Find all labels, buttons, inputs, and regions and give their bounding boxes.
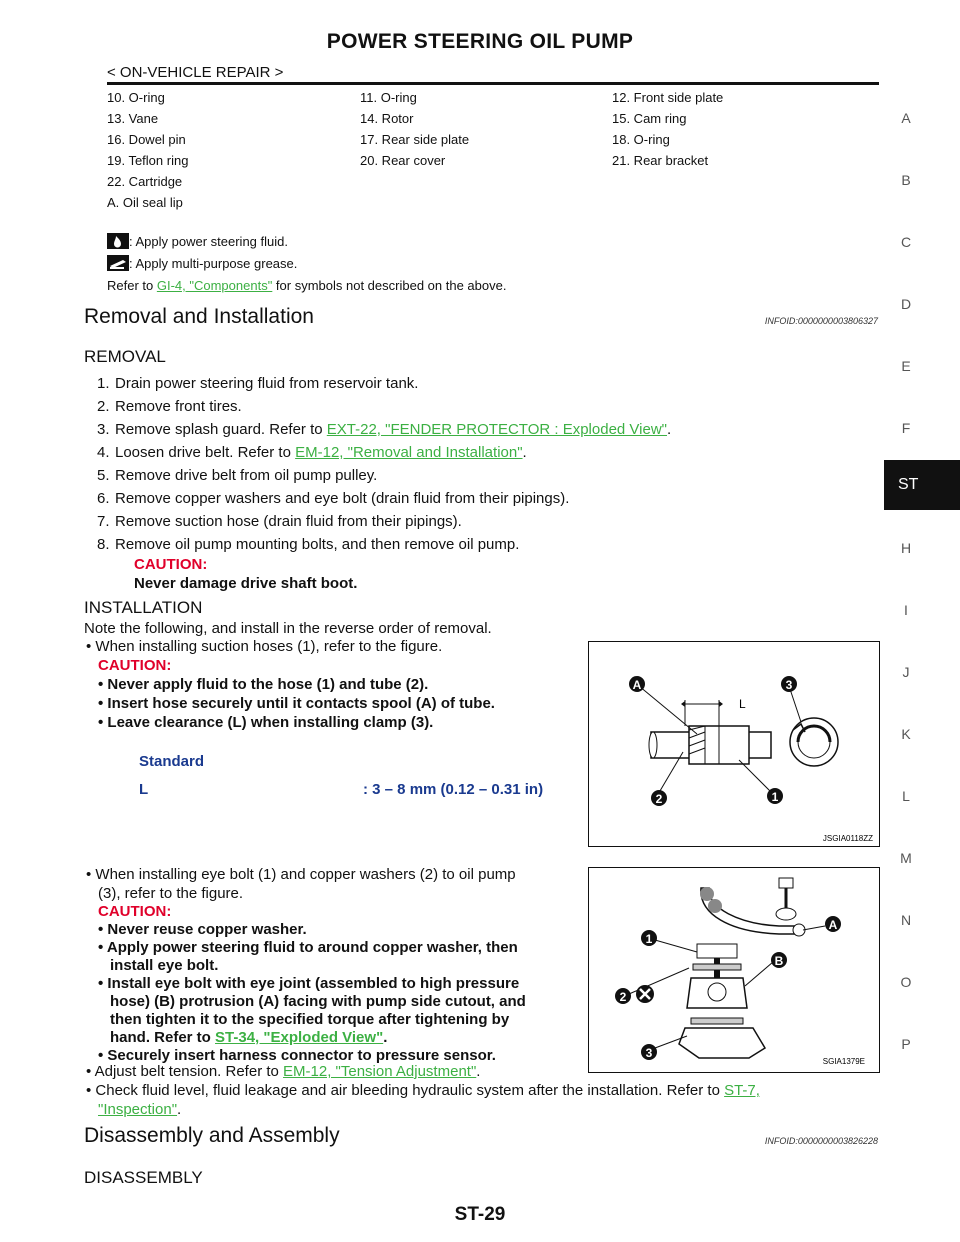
removal-step: 3.Remove splash guard. Refer to EXT-22, … (97, 421, 672, 438)
installation-intro: Note the following, and install in the r… (84, 620, 492, 637)
side-index-letter[interactable]: C (900, 234, 912, 250)
installation-bullet-belt-tension: • Adjust belt tension. Refer to EM-12, "… (86, 1063, 481, 1080)
figure-suction-hose: L A 3 2 1 JSGIA0118ZZ (588, 641, 880, 847)
infoid-removal: INFOID:0000000003806327 (764, 316, 878, 326)
st7-inspection-link[interactable]: ST-7, (724, 1082, 760, 1099)
removal-step: 8.Remove oil pump mounting bolts, and th… (97, 536, 520, 553)
legend-item: 11. O-ring (360, 90, 417, 105)
st7-inspection-link-cont[interactable]: "Inspection" (98, 1101, 178, 1118)
side-index-letter[interactable]: L (902, 788, 910, 804)
label-a: A (829, 918, 838, 932)
removal-step: 1.Drain power steering fluid from reserv… (97, 375, 419, 392)
figure-eye-bolt: 1 2 3 A B SGIA1379E (588, 867, 880, 1073)
figure-code: SGIA1379E (823, 1057, 865, 1066)
caution-item: • Never reuse copper washer. (98, 921, 307, 938)
legend-item: A. Oil seal lip (107, 195, 183, 210)
side-index-letter[interactable]: O (900, 974, 912, 990)
eye-bolt-diagram: 1 2 3 A B SGIA1379E (615, 877, 865, 1066)
gi4-components-link[interactable]: GI-4, "Components" (156, 278, 273, 293)
removal-step: 5.Remove drive belt from oil pump pulley… (97, 467, 378, 484)
side-index-letter[interactable]: H (900, 540, 912, 556)
side-index-letter[interactable]: D (900, 296, 912, 312)
caution-item: • Install eye bolt with eye joint (assem… (98, 975, 520, 992)
legend-item: 15. Cam ring (612, 111, 687, 126)
disassembly-heading: DISASSEMBLY (84, 1168, 203, 1187)
installation-caution-2: CAUTION: • Never reuse copper washer. • … (98, 903, 578, 1065)
legend-item: 22. Cartridge (107, 174, 183, 189)
label-1: 1 (772, 790, 779, 804)
grease-note: : Apply multi-purpose grease. (107, 255, 297, 274)
removal-heading: REMOVAL (84, 347, 166, 366)
side-index-letter[interactable]: F (901, 420, 911, 436)
removal-step-link[interactable]: EM-12, "Removal and Installation" (295, 444, 523, 461)
caution-item: hose) (B) protrusion (A) facing with pum… (110, 993, 526, 1010)
st34-exploded-view-link[interactable]: ST-34, "Exploded View" (215, 1029, 384, 1046)
side-index-active[interactable]: ST (884, 460, 960, 510)
suction-hose-diagram: L A 3 2 1 JSGIA0118ZZ (629, 676, 873, 843)
caution-item: then tighten it to the specified torque … (110, 1011, 510, 1028)
infoid-disassembly: INFOID:0000000003826228 (764, 1136, 878, 1146)
installation-heading: INSTALLATION (84, 598, 203, 617)
label-a: A (633, 678, 642, 692)
page-title: POWER STEERING OIL PUMP (326, 30, 634, 53)
section-title-removal-installation: Removal and Installation (84, 305, 314, 328)
side-index-letter[interactable]: J (902, 664, 910, 680)
caution-item: • Insert hose securely until it contacts… (98, 695, 495, 712)
section-title-disassembly-assembly: Disassembly and Assembly (84, 1124, 340, 1147)
caution-item: • Securely insert harness connector to p… (98, 1047, 496, 1064)
legend-item: 14. Rotor (360, 111, 414, 126)
caution-item: • Apply power steering fluid to around c… (98, 939, 518, 956)
legend-item: 17. Rear side plate (360, 132, 470, 147)
legend-item: 13. Vane (107, 111, 159, 126)
caution-item: • Leave clearance (L) when installing cl… (98, 714, 434, 731)
page-number: ST-29 (454, 1204, 506, 1225)
fluid-note: : Apply power steering fluid. (107, 233, 288, 252)
side-index-letter[interactable]: E (901, 358, 911, 374)
side-index-letter[interactable]: K (901, 726, 911, 742)
label-2: 2 (656, 792, 663, 806)
no-reuse-icon (636, 985, 654, 1003)
label-3: 3 (646, 1046, 653, 1060)
page-subtitle: < ON-VEHICLE REPAIR > (107, 64, 284, 81)
figure-code: JSGIA0118ZZ (823, 834, 873, 843)
side-index-letter[interactable]: A (901, 110, 911, 126)
removal-step-link[interactable]: EXT-22, "FENDER PROTECTOR : Exploded Vie… (326, 421, 667, 438)
legend-item: 18. O-ring (612, 132, 670, 147)
refer-note: Refer to GI-4, "Components" for symbols … (107, 278, 507, 293)
removal-step: 2.Remove front tires. (97, 398, 242, 415)
installation-bullet-check-fluid: • Check fluid level, fluid leakage and a… (86, 1082, 760, 1118)
legend-item: 21. Rear bracket (612, 153, 709, 168)
installation-bullet-suction-hoses: • When installing suction hoses (1), ref… (86, 638, 443, 655)
standard-spec: Standard L : 3 – 8 mm (0.12 – 0.31 in) (139, 753, 544, 798)
removal-caution: CAUTION: Never damage drive shaft boot. (134, 556, 358, 592)
side-index-letter[interactable]: B (901, 172, 911, 188)
removal-step: 6.Remove copper washers and eye bolt (dr… (97, 490, 570, 507)
legend-item: 19. Teflon ring (107, 153, 189, 168)
legend-item: 12. Front side plate (612, 90, 724, 105)
em12-tension-link[interactable]: EM-12, "Tension Adjustment" (283, 1063, 477, 1080)
side-index-letter[interactable]: N (900, 912, 912, 928)
caution-item: install eye bolt. (110, 957, 219, 974)
label-l: L (739, 697, 746, 711)
installation-caution-1: CAUTION: • Never apply fluid to the hose… (98, 657, 495, 731)
label-b: B (775, 954, 784, 968)
legend-item: 16. Dowel pin (107, 132, 186, 147)
label-1: 1 (646, 932, 653, 946)
side-index-letter[interactable]: P (901, 1036, 911, 1052)
label-2: 2 (620, 990, 627, 1004)
side-index-letter[interactable]: I (904, 602, 908, 618)
fluid-icon (107, 233, 129, 252)
installation-bullet-eye-bolt: • When installing eye bolt (1) and coppe… (86, 866, 516, 902)
legend-item: 10. O-ring (107, 90, 165, 105)
caution-item: • Never apply fluid to the hose (1) and … (98, 676, 429, 693)
label-3: 3 (786, 678, 793, 692)
legend-item: 20. Rear cover (360, 153, 446, 168)
header-divider (107, 82, 879, 85)
removal-step: 4.Loosen drive belt. Refer to EM-12, "Re… (97, 444, 527, 461)
grease-icon (107, 255, 129, 274)
side-index-letter[interactable]: M (900, 850, 912, 866)
removal-step: 7.Remove suction hose (drain fluid from … (97, 513, 462, 530)
